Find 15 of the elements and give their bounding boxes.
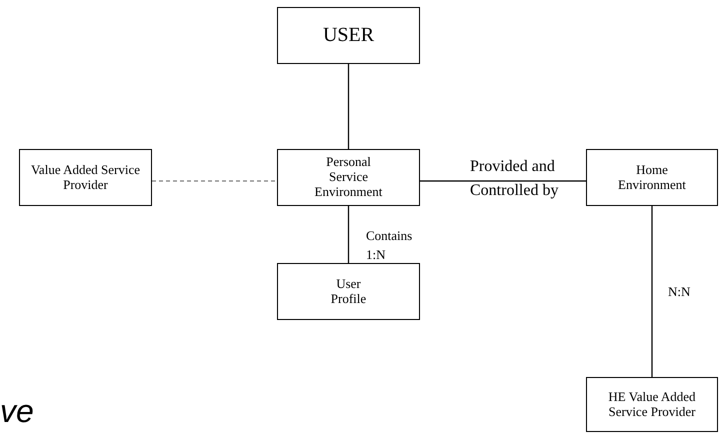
- connector-line: [420, 180, 586, 182]
- connector-line: [348, 206, 350, 263]
- entity-box: USER: [277, 7, 420, 64]
- entity-box: HE Value Added Service Provider: [586, 377, 718, 432]
- entity-box: Value Added Service Provider: [19, 149, 152, 206]
- entity-box: Home Environment: [586, 149, 718, 206]
- edge-label: Provided and Controlled by: [470, 157, 560, 201]
- edge-label: Contains 1:N: [366, 227, 414, 264]
- text-fragment: ve: [0, 392, 34, 430]
- dashed-connector: [152, 180, 277, 182]
- connector-line: [348, 64, 350, 149]
- entity-box: Personal Service Environment: [277, 149, 420, 206]
- edge-label: N:N: [668, 284, 692, 300]
- connector-line: [651, 206, 653, 377]
- entity-box: User Profile: [277, 263, 420, 320]
